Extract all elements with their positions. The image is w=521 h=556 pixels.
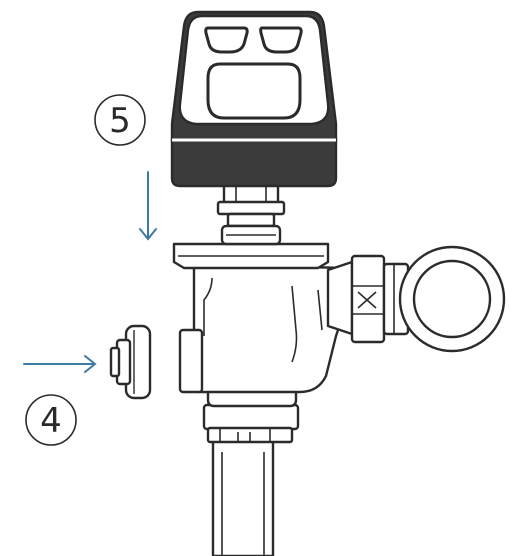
side-inlet-boss <box>180 330 202 392</box>
sensor-bottom-housing <box>172 140 336 186</box>
sensor-fitting <box>218 183 284 244</box>
down-arrow <box>140 172 156 239</box>
sensor-window-left <box>206 28 247 52</box>
supply-ring-inner <box>414 261 490 337</box>
step-number: 5 <box>109 101 131 141</box>
step-number: 4 <box>40 401 62 441</box>
flush-sensor-icon <box>172 12 336 186</box>
sensor-window-right <box>261 28 302 52</box>
valve-cap-icon <box>111 326 150 398</box>
sensor-lens <box>208 64 300 118</box>
step-badge-5: 5 <box>95 95 145 145</box>
flush-valve-icon <box>174 244 504 556</box>
cap-tip <box>111 348 119 376</box>
right-arrow <box>24 356 95 372</box>
step-badge-4: 4 <box>26 395 76 445</box>
inlet-arm <box>328 262 352 334</box>
coupling-nut <box>204 405 298 442</box>
